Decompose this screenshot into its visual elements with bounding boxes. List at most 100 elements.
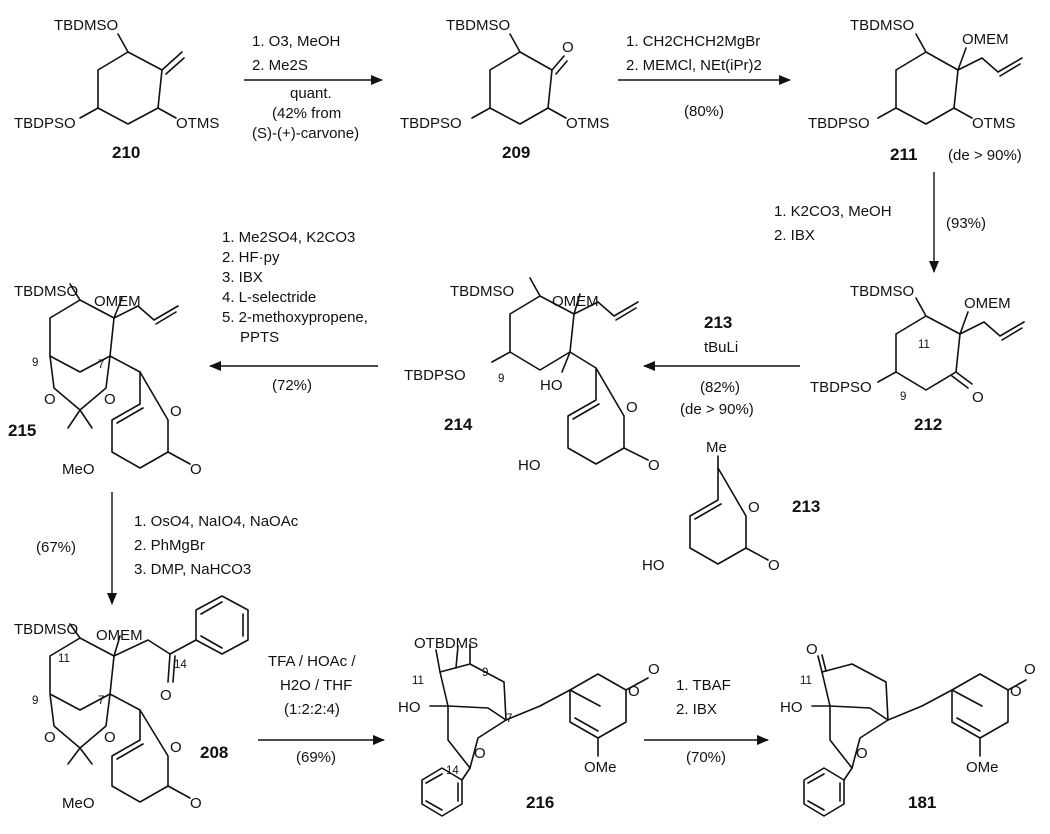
svg-text:1. K2CO3, MeOH: 1. K2CO3, MeOH (774, 203, 892, 220)
methylene-210 (161, 51, 183, 71)
cage-216 (439, 663, 507, 769)
label-tbdmso-208: TBDMSO (14, 621, 78, 638)
label-ho-pyranone-214: HO (518, 457, 541, 474)
svg-text:(1:2:2:4): (1:2:2:4) (284, 701, 340, 718)
label-tbdpso-214: TBDPSO (404, 367, 466, 384)
label-omem-212: OMEM (964, 295, 1011, 312)
phenyl-208 (195, 595, 249, 655)
label-ring-o-181: O (1010, 683, 1022, 700)
compound-number-210: 210 (112, 143, 140, 162)
label-meo-215: MeO (62, 461, 95, 478)
svg-text:(42% from: (42% from (272, 105, 341, 122)
compound-number-213: 213 (792, 497, 820, 516)
label-omem-214: OMEM (552, 293, 599, 310)
compound-number-211: 211 (890, 145, 917, 164)
label-omem-215: OMEM (94, 293, 141, 310)
pyranone-216 (569, 673, 627, 739)
label-bridge-o-216: O (474, 745, 486, 762)
label-ring-o-208: O (170, 739, 182, 756)
label-carbonyl-o-216: O (648, 661, 660, 678)
phenyl-216 (421, 767, 463, 817)
locant-9-215: 9 (32, 357, 38, 369)
compound-number-212: 212 (914, 415, 942, 434)
svg-text:(69%): (69%) (296, 749, 336, 766)
compound-number-214: 214 (444, 415, 473, 434)
compound-number-216: 216 (526, 793, 554, 812)
conditions-step-5: 1. Me2SO4, K2CO3 2. HF·py 3. IBX 4. L-se… (222, 229, 368, 394)
svg-text:1. O3, MeOH: 1. O3, MeOH (252, 33, 340, 50)
svg-text:2. MEMCl, NEt(iPr)2: 2. MEMCl, NEt(iPr)2 (626, 57, 762, 74)
pyranone-181 (951, 673, 1009, 739)
label-tbdpso-211: TBDPSO (808, 115, 870, 132)
svg-text:2. Me2S: 2. Me2S (252, 57, 308, 74)
svg-text:quant.: quant. (290, 85, 332, 102)
locant-7-208: 7 (98, 695, 104, 707)
locant-14-208: 14 (174, 659, 187, 671)
label-me-213: Me (706, 439, 727, 456)
svg-text:(80%): (80%) (684, 103, 724, 120)
svg-text:5. 2-methoxypropene,: 5. 2-methoxypropene, (222, 309, 368, 326)
locant-11-212: 11 (918, 339, 930, 351)
label-carbonyl-o-181: O (1024, 661, 1036, 678)
label-otbdms-216: OTBDMS (414, 635, 478, 652)
compound-212: TBDMSO OMEM 11 TBDPSO 9 O 212 (810, 283, 1025, 434)
conditions-step-7: TFA / HOAc / H2O / THF (1:2:2:4) (69%) (268, 653, 356, 766)
label-ketone-o-212: O (972, 389, 984, 406)
svg-text:2. IBX: 2. IBX (676, 701, 717, 718)
label-tbdmso-210: TBDMSO (54, 17, 118, 34)
label-ho-216: HO (398, 699, 421, 716)
svg-text:4. L-selectride: 4. L-selectride (222, 289, 316, 306)
locant-11-181: 11 (800, 675, 812, 687)
conditions-step-8: 1. TBAF 2. IBX (70%) (676, 677, 731, 766)
svg-text:3. DMP, NaHCO3: 3. DMP, NaHCO3 (134, 561, 251, 578)
compound-number-215: 215 (8, 421, 36, 440)
svg-text:3. IBX: 3. IBX (222, 269, 263, 286)
svg-text:2. IBX: 2. IBX (774, 227, 815, 244)
label-ome-216: OMe (584, 759, 617, 776)
compound-209: TBDMSO O TBDPSO OTMS 209 (400, 17, 609, 162)
compound-210: TBDMSO TBDPSO OTMS 210 (14, 17, 219, 162)
pyranone-215 (111, 371, 169, 469)
svg-text:(S)-(+)-carvone): (S)-(+)-carvone) (252, 125, 359, 142)
label-o-acetonide-a-215: O (44, 391, 56, 408)
label-ho-213: HO (642, 557, 665, 574)
locant-9-214: 9 (498, 373, 504, 385)
svg-text:(de > 90%): (de > 90%) (680, 401, 754, 418)
compound-214: TBDMSO OMEM TBDPSO 9 HO O O HO 214 (404, 277, 660, 474)
label-carbonyl-o-213: O (768, 557, 780, 574)
label-tbdpso-210: TBDPSO (14, 115, 76, 132)
svg-text:(93%): (93%) (946, 215, 986, 232)
compound-213: Me O O HO 213 (642, 439, 820, 574)
pyranone-214 (567, 367, 625, 465)
svg-text:1. Me2SO4, K2CO3: 1. Me2SO4, K2CO3 (222, 229, 355, 246)
locant-7-215: 7 (98, 359, 104, 371)
svg-text:tBuLi: tBuLi (704, 339, 738, 356)
label-otms-209: OTMS (566, 115, 609, 132)
svg-text:2. HF·py: 2. HF·py (222, 249, 280, 266)
label-o-acetonide-b-215: O (104, 391, 116, 408)
svg-text:(82%): (82%) (700, 379, 740, 396)
compound-211: TBDMSO OMEM TBDPSO OTMS 211 (de > 90%) (808, 17, 1023, 164)
svg-text:(72%): (72%) (272, 377, 312, 394)
conditions-step-3: 1. K2CO3, MeOH 2. IBX (93%) (774, 203, 986, 244)
label-carbonyl-o-214: O (648, 457, 660, 474)
svg-text:1. OsO4, NaIO4, NaOAc: 1. OsO4, NaIO4, NaOAc (134, 513, 299, 530)
pyranone-213 (689, 467, 747, 565)
label-tbdmso-212: TBDMSO (850, 283, 914, 300)
conditions-step-4: 213 tBuLi (82%) (de > 90%) (680, 313, 754, 418)
conditions-step-6: 1. OsO4, NaIO4, NaOAc 2. PhMgBr 3. DMP, … (36, 513, 299, 578)
label-tbdmso-209: TBDMSO (446, 17, 510, 34)
compound-number-209: 209 (502, 143, 530, 162)
svg-text:2. PhMgBr: 2. PhMgBr (134, 537, 205, 554)
locant-11-208: 11 (58, 653, 70, 665)
label-bridge-o-181: O (856, 745, 868, 762)
label-otms-210: OTMS (176, 115, 219, 132)
locant-9-216: 9 (482, 667, 488, 679)
svg-text:H2O / THF: H2O / THF (280, 677, 352, 694)
label-carbonyl-o-215: O (190, 461, 202, 478)
compound-208: TBDMSO OMEM 11 14 O 9 7 O O O O MeO 208 (14, 595, 249, 812)
label-ketone-o-208: O (160, 687, 172, 704)
pyranone-208 (111, 709, 169, 803)
label-o-acetonide-b-208: O (104, 729, 116, 746)
